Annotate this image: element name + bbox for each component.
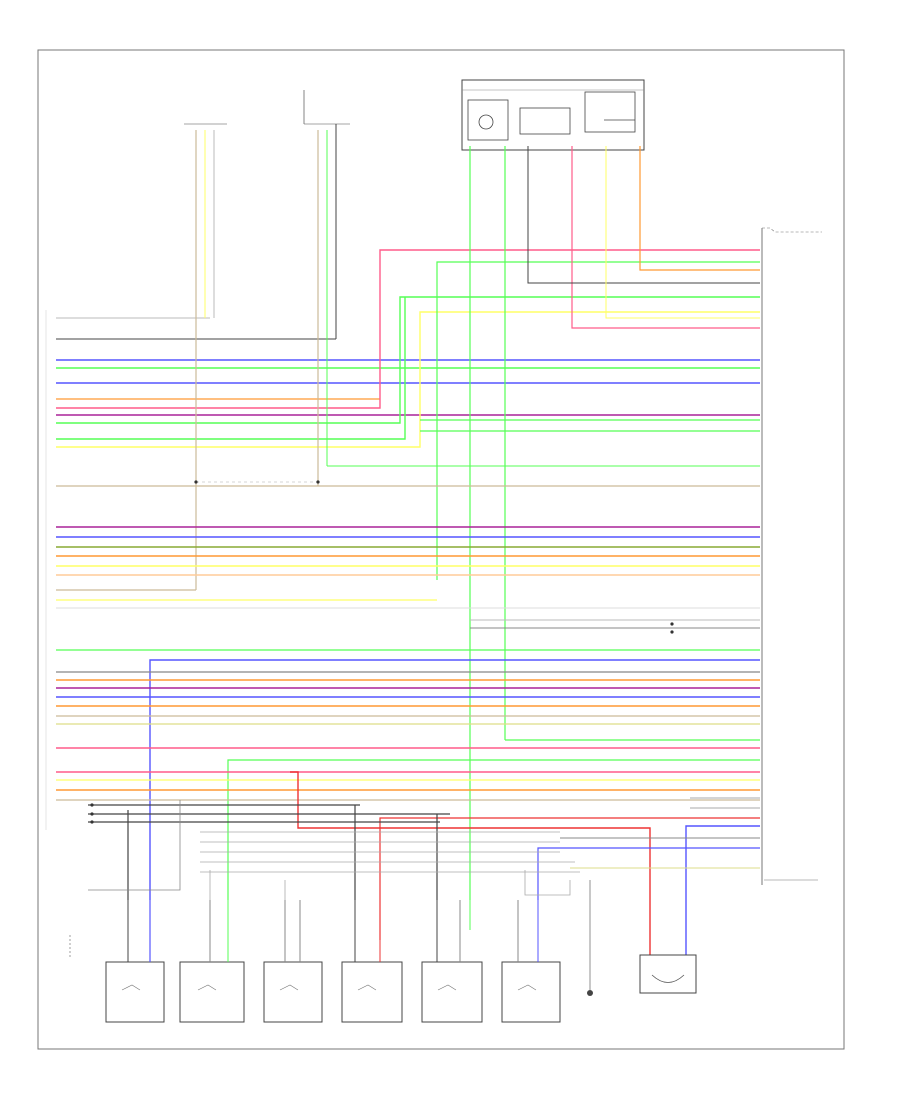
ignition-coil-5 [421,961,483,1023]
ground-point [587,990,593,996]
ignition-coil-4 [341,961,403,1023]
coil-drops [127,900,539,962]
throttle-body-assembly [461,79,645,151]
wire-harness [56,124,760,990]
oxygen-sensor-1 [184,123,227,125]
engine-control-module [761,227,822,885]
ignition-coil-2 [179,961,245,1023]
accelerator-pedal-sensor [639,954,697,994]
ignition-coil-3 [263,961,323,1023]
camshaft-position-sensor [69,935,71,958]
oxygen-sensor-2 [303,90,350,125]
ignition-coil-6 [501,961,561,1023]
diagram-frame [37,49,845,1050]
ignition-coil-1 [105,961,165,1023]
junction-dots [90,480,674,824]
